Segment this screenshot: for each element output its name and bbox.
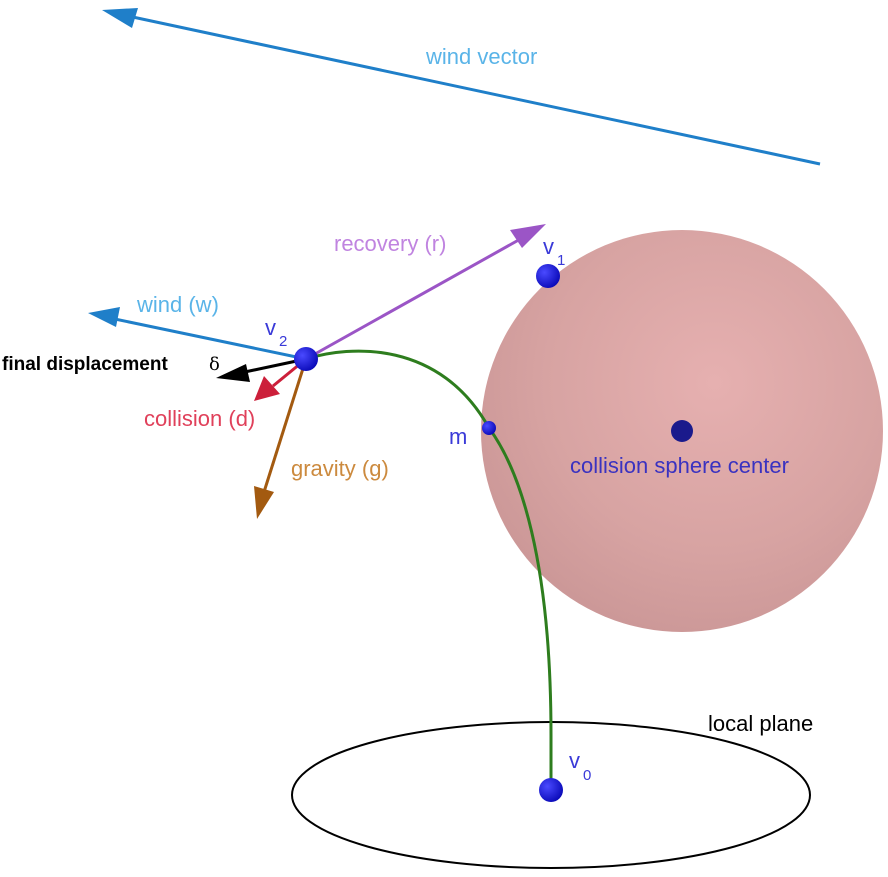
recovery-arrow xyxy=(305,224,546,361)
v1-label: v 1 xyxy=(543,234,565,269)
v2-label: v 2 xyxy=(265,315,287,350)
point-m xyxy=(482,421,496,435)
wind-label: wind (w) xyxy=(136,292,219,317)
recovery-label: recovery (r) xyxy=(334,231,446,256)
sphere-center-label: collision sphere center xyxy=(570,453,789,478)
svg-text:v: v xyxy=(265,315,276,340)
point-v2 xyxy=(294,347,318,371)
point-v0 xyxy=(539,778,563,802)
final-displacement-label: final displacement xyxy=(2,354,168,375)
point-v1 xyxy=(536,264,560,288)
point-m-label: m xyxy=(449,424,467,449)
svg-text:v: v xyxy=(543,234,554,259)
delta-symbol: δ xyxy=(209,354,220,375)
svg-text:0: 0 xyxy=(583,767,591,784)
svg-text:2: 2 xyxy=(279,333,287,350)
sphere-center-point xyxy=(671,420,693,442)
collision-label: collision (d) xyxy=(144,406,255,431)
gravity-arrow xyxy=(254,358,308,519)
wind-vector-arrow xyxy=(102,8,821,166)
svg-text:1: 1 xyxy=(557,252,565,269)
gravity-label: gravity (g) xyxy=(291,456,389,481)
local-plane-label: local plane xyxy=(708,711,813,736)
wind-arrow xyxy=(88,307,307,361)
svg-text:v: v xyxy=(569,748,580,773)
wind-vector-label: wind vector xyxy=(425,44,537,69)
v0-label: v 0 xyxy=(569,748,591,784)
